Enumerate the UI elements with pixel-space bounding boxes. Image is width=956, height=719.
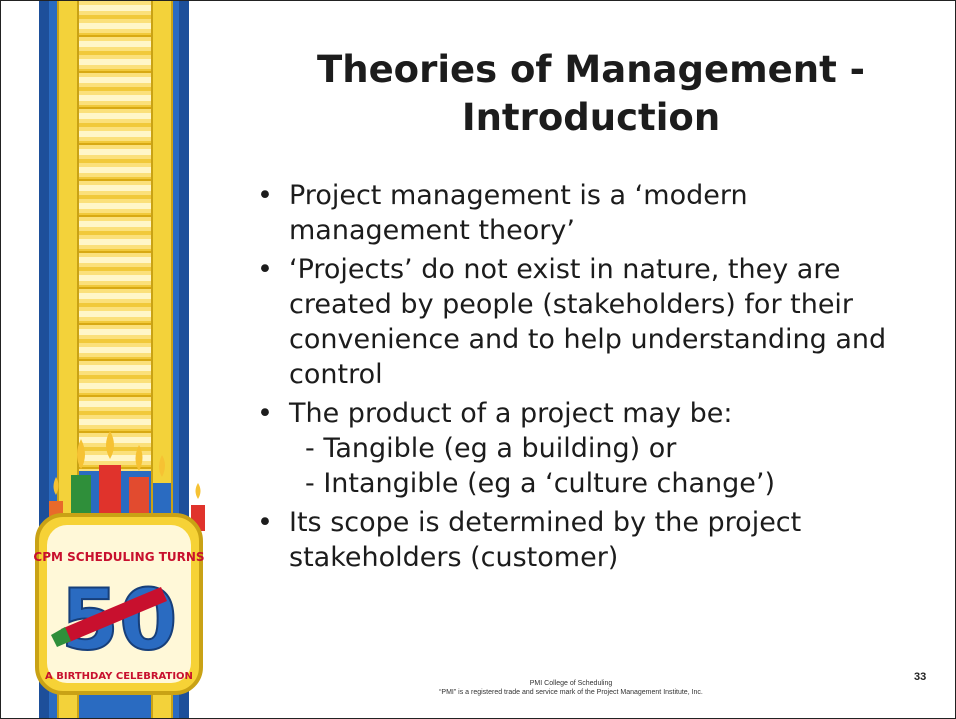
slide-body: • Project management is a ‘modern manage… xyxy=(253,178,933,579)
page-number: 33 xyxy=(914,671,927,683)
title-line-2: Introduction xyxy=(461,96,721,139)
bullet-text: The product of a project may be: xyxy=(289,398,733,429)
bullet-dot-icon: • xyxy=(257,398,273,429)
sub-item: - Intangible (eg a ‘culture change’) xyxy=(305,468,776,499)
bullet-dot-icon: • xyxy=(257,507,273,538)
cpm-anniversary-badge: CPM SCHEDULING TURNS 50 A BIRTHDAY CELEB… xyxy=(33,513,205,695)
bullet-dot-icon: • xyxy=(257,254,273,285)
bullet-text: Project management is a ‘modern manageme… xyxy=(289,180,748,246)
bullet-dot-icon: • xyxy=(257,180,273,211)
footer-line-1: PMI College of Scheduling xyxy=(529,680,613,687)
slide-title: Theories of Management - Introduction xyxy=(251,46,931,142)
title-line-1: Theories of Management - xyxy=(316,48,865,91)
bullet-item: • Project management is a ‘modern manage… xyxy=(253,178,933,248)
bullet-item: • Its scope is determined by the project… xyxy=(253,505,933,575)
bullet-item: • The product of a project may be: - Tan… xyxy=(253,396,933,501)
sub-item: - Tangible (eg a building) or xyxy=(305,433,677,464)
footer-line-2: “PMI” is a registered trade and service … xyxy=(439,689,703,696)
bullet-text: ‘Projects’ do not exist in nature, they … xyxy=(289,254,887,390)
badge-top-text: CPM SCHEDULING TURNS xyxy=(33,550,204,564)
bullet-item: • ‘Projects’ do not exist in nature, the… xyxy=(253,252,933,392)
bullet-text: Its scope is determined by the project s… xyxy=(289,507,802,573)
slide-footer: PMI College of Scheduling “PMI” is a reg… xyxy=(381,679,761,697)
badge-bottom-text: A BIRTHDAY CELEBRATION xyxy=(45,671,193,682)
ladder-decoration xyxy=(39,1,189,718)
